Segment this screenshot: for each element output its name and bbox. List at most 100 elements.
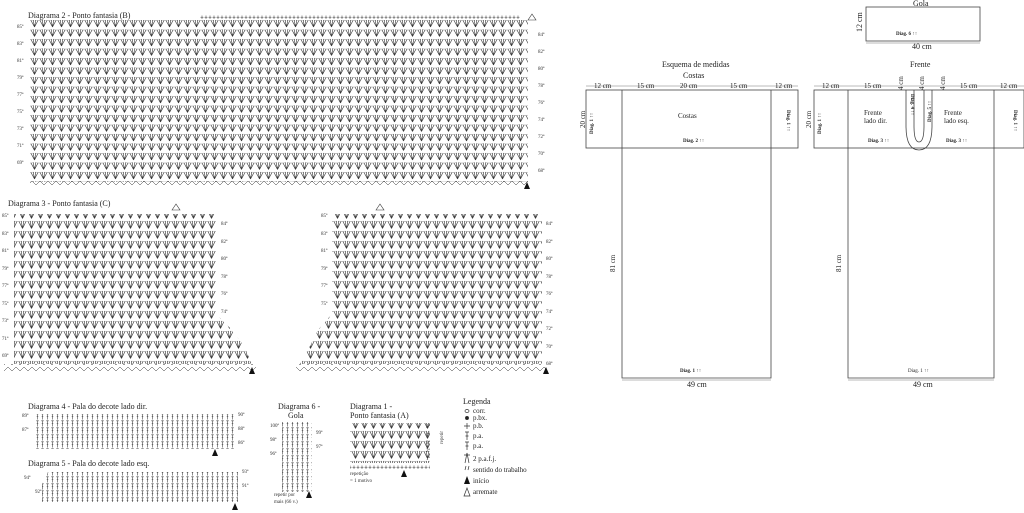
- row-label: 70ª: [538, 152, 545, 157]
- frente-title: Frente: [910, 60, 931, 69]
- row-label: 80ª: [221, 257, 228, 262]
- frente-right-label: lado esq.: [944, 117, 969, 125]
- costas-body: [621, 148, 772, 379]
- costas-diag1-bottom: Diag. 1 ↑↑: [680, 369, 702, 374]
- diagram-6-chart: [282, 422, 312, 498]
- diagram-4-rows-left: 89ª 87ª: [22, 414, 28, 442]
- diagram-5-rows-right: 93ª 91ª: [242, 470, 248, 498]
- row-label: 80ª: [546, 257, 553, 262]
- row-label: 83ª: [2, 231, 9, 237]
- row-label: 85ª: [321, 214, 328, 219]
- row-label: 81ª: [17, 59, 24, 64]
- row-label: 76ª: [538, 101, 545, 106]
- costas-yoke-height: 20 cm: [579, 110, 587, 128]
- row-label: 90ª: [238, 413, 245, 418]
- diagram-1-title: Diagrama 1 -: [350, 402, 393, 411]
- row-label: 84ª: [221, 222, 228, 227]
- frente-body: [847, 148, 995, 379]
- legend-item: corr.: [473, 407, 486, 415]
- legend-item: p.a.: [473, 442, 484, 450]
- legend-title: Legenda: [463, 397, 491, 406]
- schema-title: Esquema de medidas: [662, 60, 730, 69]
- start-marker-icon: [212, 449, 218, 456]
- row-label: 4ª: [426, 433, 430, 438]
- row-label: 1ª: [426, 457, 430, 462]
- chain-icon: [464, 409, 470, 413]
- start-marker-icon: [401, 470, 407, 477]
- legend-item: p.a.: [473, 432, 484, 440]
- legend-item: sentido do trabalho: [473, 466, 527, 474]
- row-label: 77ª: [2, 284, 9, 289]
- dimension-lines: [586, 42, 1024, 381]
- row-label: 68ª: [538, 169, 545, 174]
- row-label: 97ª: [316, 445, 323, 450]
- row-label: 72ª: [546, 327, 553, 332]
- start-marker-icon: [543, 367, 549, 374]
- diagram-1-motif: = 1 motivo: [350, 479, 372, 484]
- diagram-3-rows-right: 84ª 82ª 80ª 78ª 76ª 74ª 72ª 70ª 68ª: [546, 222, 552, 380]
- row-label: 91ª: [242, 484, 249, 489]
- slip-stitch-icon: [465, 416, 469, 420]
- single-crochet-icon: [464, 423, 470, 429]
- row-label: 5ª: [426, 425, 430, 430]
- frente-diag1-left: Diag. 1 ↑↑: [818, 112, 823, 134]
- frente-diag3-left: Diag. 3 ↑↑: [868, 139, 890, 144]
- row-label: 80ª: [538, 67, 545, 72]
- diagram-2-rows-right: 84ª 82ª 80ª 78ª 76ª 74ª 72ª 70ª 68ª: [538, 33, 544, 186]
- frente-diag5: Diag. 5 ↑↑: [928, 100, 933, 122]
- frente-left-label: lado dir.: [864, 117, 887, 125]
- row-label: 84ª: [546, 222, 553, 227]
- frente-diag4: Diag. 4 ↑↑: [909, 94, 914, 116]
- row-label: 69ª: [2, 354, 9, 359]
- frente-width: 15 cm: [864, 82, 882, 90]
- frente-left-label: Frente: [864, 109, 882, 117]
- row-label: 77ª: [17, 93, 24, 98]
- finish-marker-icon: [527, 13, 537, 21]
- start-marker-icon: [232, 503, 238, 510]
- frente-right-label: Frente: [944, 109, 962, 117]
- row-label: 82ª: [538, 50, 545, 55]
- row-label: 2ª: [426, 449, 430, 454]
- row-label: 94ª: [24, 476, 31, 481]
- row-label: 76ª: [546, 292, 553, 297]
- legend-item: início: [473, 477, 489, 485]
- diagram-5-chart: [42, 472, 238, 510]
- finish-marker-icon: [171, 203, 181, 211]
- diagram-3-rows-left: 85ª 83ª 81ª 79ª 77ª 75ª 73ª 71ª 69ª: [2, 214, 8, 372]
- costas-width: 15 cm: [637, 82, 655, 90]
- row-label: 87ª: [22, 428, 29, 433]
- diagram-3-right-chart: [296, 203, 549, 374]
- diagram-5-title: Diagrama 5 - Pala do decote lado esq.: [28, 459, 150, 468]
- diagram-6-rows-left: 100ª 98ª 96ª: [270, 424, 279, 466]
- frente-diag1-right: Diag. 1 ↑↑: [1012, 110, 1017, 132]
- row-label: 78ª: [538, 84, 545, 89]
- frente-yoke-height: 20 cm: [805, 110, 813, 128]
- gola-width: 40 cm: [912, 42, 932, 51]
- legend-item: p.b.: [473, 422, 484, 430]
- row-label: 85ª: [2, 214, 9, 219]
- finish-marker-icon: [375, 203, 385, 211]
- diagram-2-chart: [30, 13, 537, 189]
- row-label: 81ª: [2, 249, 9, 254]
- half-double-icon: [465, 431, 469, 440]
- row-label: 68ª: [546, 362, 553, 367]
- row-label: 70ª: [546, 344, 553, 350]
- row-label: 74ª: [221, 309, 228, 315]
- diagram-6-subtitle: Gola: [288, 411, 304, 420]
- row-label: 73ª: [17, 127, 24, 132]
- costas-title: Costas: [683, 71, 705, 80]
- frente-diag1-bottom: Diag. 1 ↑↑: [908, 369, 929, 374]
- costas-diag1-left: Diag. 1 ↑↑: [590, 112, 595, 134]
- diagram-4-rows-right: 90ª 88ª 86ª: [238, 413, 244, 455]
- diagram-4-chart: [34, 414, 234, 456]
- frente-width: 4 cm: [918, 76, 926, 90]
- row-label: 89ª: [22, 414, 29, 419]
- costas-body-height: 81 cm: [609, 254, 617, 272]
- diagram-1-repetition: repetição: [350, 472, 369, 477]
- costas-width: 15 cm: [730, 82, 748, 90]
- legend-symbols: [463, 409, 471, 497]
- frente-width: 15 cm: [960, 82, 978, 90]
- row-label: 83ª: [17, 42, 24, 47]
- legend-item: 2 p.a.f.j.: [473, 455, 497, 463]
- gola-title: Gola: [913, 0, 929, 8]
